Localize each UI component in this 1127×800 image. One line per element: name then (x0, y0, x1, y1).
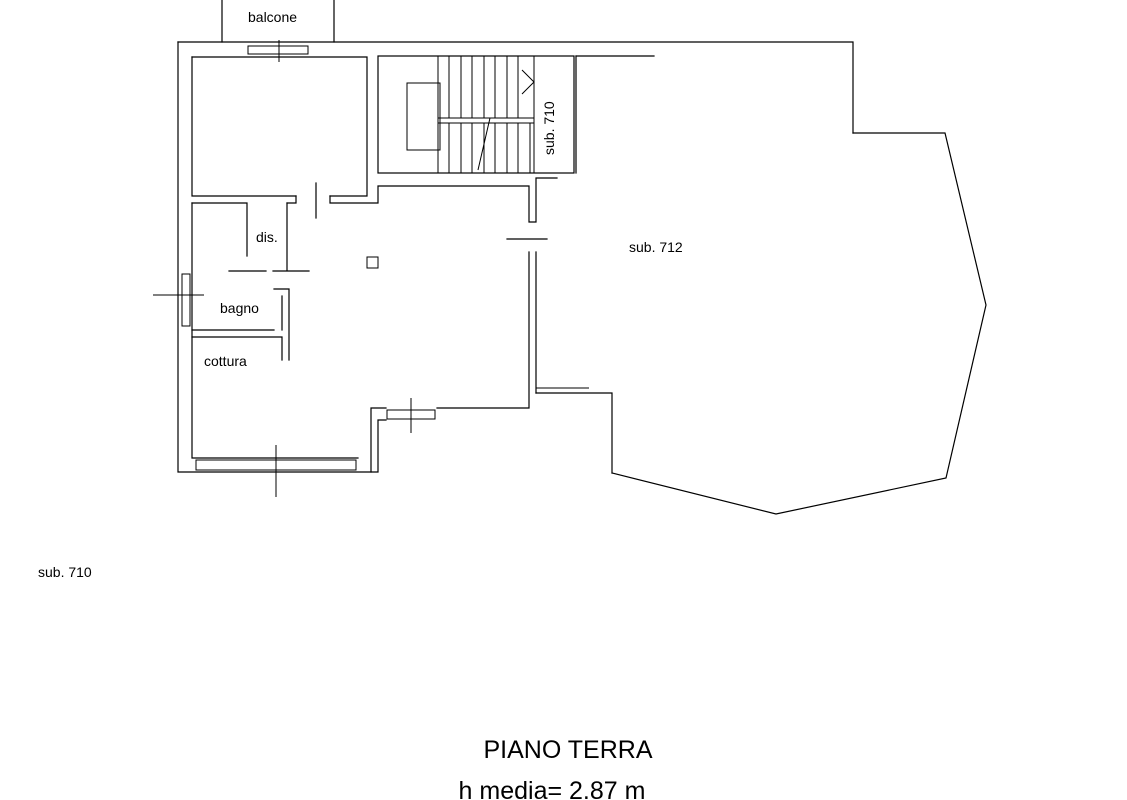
average-height: h media= 2.87 m (459, 777, 646, 800)
stair-steps (448, 56, 531, 173)
unit-sub-712-label: sub. 712 (629, 239, 683, 255)
interior-partitions (191, 182, 548, 361)
outer-walls (177, 41, 854, 474)
room-label-balcone: balcone (248, 9, 297, 25)
unit-sub-712-outline (611, 132, 987, 515)
floor-title: PIANO TERRA (483, 736, 652, 764)
stair-sub-label: sub. 710 (541, 101, 557, 155)
windows (153, 40, 589, 497)
room-label-bagno: bagno (220, 300, 259, 316)
room-label-cottura: cottura (204, 353, 247, 369)
stairwell (377, 55, 655, 174)
left-sub-label: sub. 710 (38, 564, 92, 580)
balcony (221, 0, 335, 43)
stair-arrow (521, 69, 535, 95)
room-label-dis: dis. (256, 229, 278, 245)
stair-break-line (477, 117, 491, 171)
